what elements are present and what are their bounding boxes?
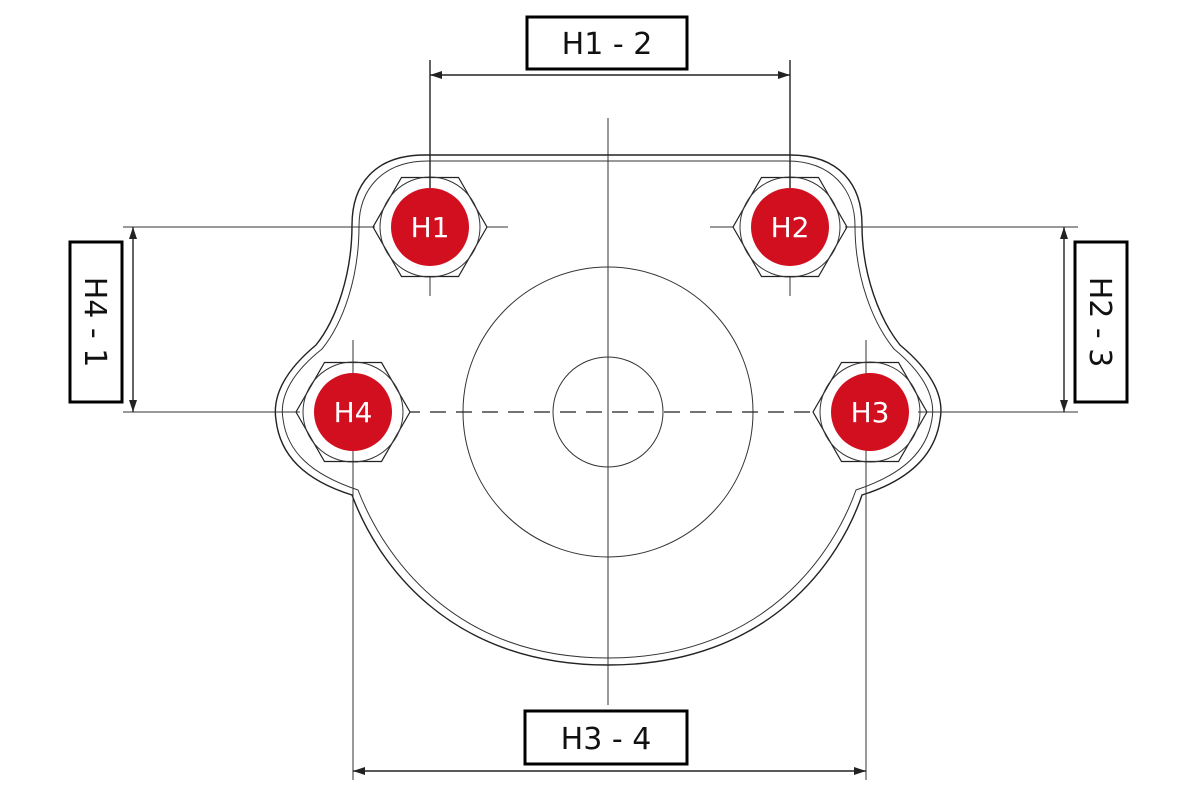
hole-label-h3: H3 bbox=[851, 396, 890, 429]
dimension-text-h2-3: H2 - 3 bbox=[1082, 277, 1117, 368]
dimension-label-h4-1: H4 - 1 bbox=[68, 240, 124, 404]
dimension-label-h3-4: H3 - 4 bbox=[523, 709, 689, 766]
hole-marker-h2[interactable]: H2 bbox=[751, 188, 829, 266]
hole-label-h4: H4 bbox=[334, 396, 373, 429]
dimension-lines bbox=[129, 71, 1068, 775]
dimension-label-h1-2: H1 - 2 bbox=[525, 15, 689, 71]
dimension-label-h2-3: H2 - 3 bbox=[1073, 240, 1129, 404]
dimension-text-h1-2: H1 - 2 bbox=[562, 27, 653, 62]
hole-marker-h1[interactable]: H1 bbox=[391, 188, 469, 266]
hole-marker-h3[interactable]: H3 bbox=[831, 373, 909, 451]
extension-lines bbox=[123, 60, 1078, 780]
hole-marker-h4[interactable]: H4 bbox=[314, 373, 392, 451]
dimension-text-h3-4: H3 - 4 bbox=[561, 722, 652, 757]
hole-label-h1: H1 bbox=[411, 211, 450, 244]
dimension-text-h4-1: H4 - 1 bbox=[77, 277, 112, 368]
hole-label-h2: H2 bbox=[771, 211, 810, 244]
